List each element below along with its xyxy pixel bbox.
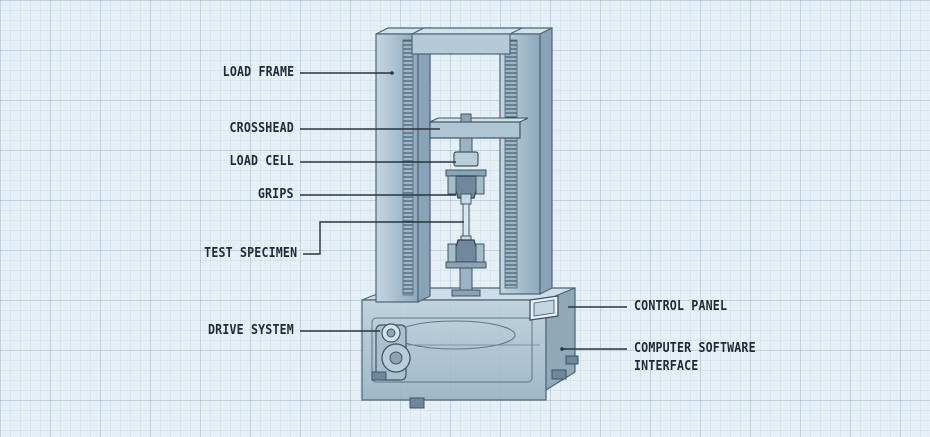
label-drive-system: DRIVE SYSTEM xyxy=(208,322,294,338)
load-cell xyxy=(453,137,479,167)
label-grips: GRIPS xyxy=(258,186,294,202)
top-beam xyxy=(411,27,523,55)
label-test-specimen: TEST SPECIMEN xyxy=(203,245,297,261)
control-panel-screen xyxy=(529,295,559,321)
test-specimen xyxy=(460,193,472,247)
label-load-cell: LOAD CELL xyxy=(229,153,294,169)
label-computer-software-line1: COMPUTER SOFTWARE xyxy=(634,340,756,356)
lower-grip xyxy=(445,239,487,297)
label-control-panel: CONTROL PANEL xyxy=(634,298,728,314)
right-column xyxy=(499,27,553,295)
label-crosshead: CROSSHEAD xyxy=(229,120,294,136)
machine-feet xyxy=(371,355,579,409)
upper-grip xyxy=(445,169,487,199)
crosshead xyxy=(429,113,529,139)
label-load-frame: LOAD FRAME xyxy=(222,64,294,80)
label-computer-software-line2: INTERFACE xyxy=(634,358,699,374)
left-column xyxy=(375,27,431,303)
drive-system-motor xyxy=(375,323,411,381)
leader-lines xyxy=(300,71,627,351)
